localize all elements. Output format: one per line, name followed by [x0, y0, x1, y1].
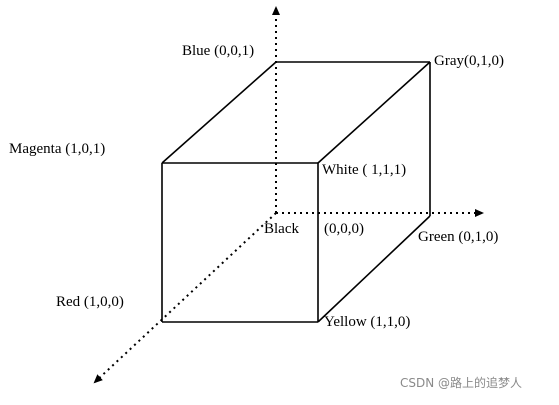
- label-green: Green (0,1,0): [418, 229, 499, 245]
- label-blue: Blue (0,0,1): [182, 43, 255, 59]
- edge-gray-white: [317, 61, 431, 164]
- label-black: Black: [264, 221, 299, 237]
- label-gray: Gray(0,1,0): [434, 53, 504, 69]
- label-magenta: Magenta (1,0,1): [9, 141, 106, 157]
- watermark: CSDN @路上的追梦人: [400, 376, 523, 390]
- cube-edges: [161, 61, 431, 323]
- label-black-coord: (0,0,0): [324, 221, 364, 237]
- label-yellow: Yellow (1,1,0): [324, 314, 411, 330]
- edge-blue-magenta: [161, 61, 277, 164]
- label-red: Red (1,0,0): [56, 294, 124, 310]
- label-white: White ( 1,1,1): [322, 162, 407, 178]
- edge-green-yellow: [317, 215, 431, 323]
